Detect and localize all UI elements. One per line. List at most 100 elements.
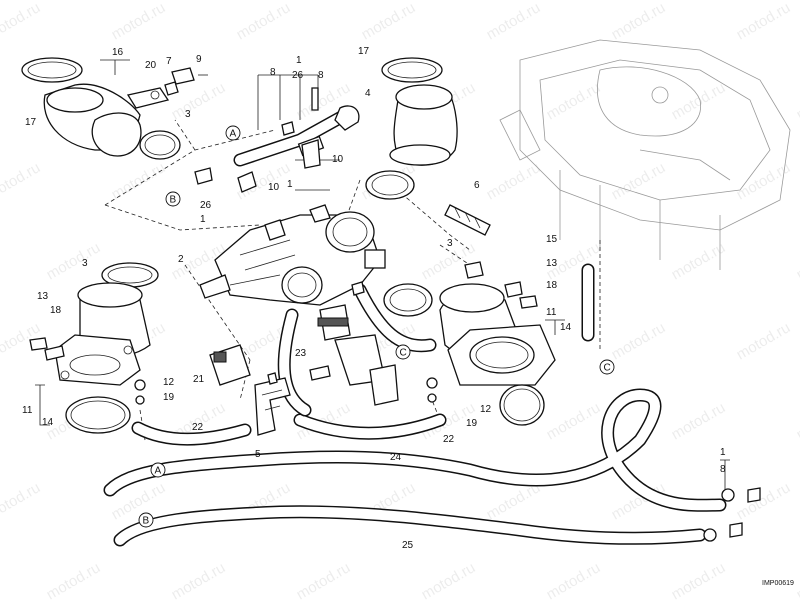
- fasteners: [134, 281, 761, 542]
- intake-boot-upper-right: [365, 57, 458, 200]
- callout-label-8: 8: [720, 464, 726, 475]
- callout-label-3: 3: [185, 109, 191, 120]
- callout-label-2: 2: [178, 254, 184, 265]
- callout-label-6: 6: [474, 180, 480, 191]
- watermark-text: motod.ru: [0, 479, 43, 523]
- callout-label-22: 22: [443, 434, 455, 445]
- callout-label-4: 4: [365, 88, 371, 99]
- callout-label-23: 23: [295, 348, 307, 359]
- connector-letter: C: [604, 363, 611, 374]
- throttle-body: [199, 204, 386, 306]
- callout-label-11: 11: [546, 307, 557, 318]
- watermark-text: motod.ru: [669, 399, 729, 443]
- short-hose: [444, 204, 491, 236]
- callout-label-18: 18: [50, 305, 62, 316]
- callout-label-13: 13: [546, 258, 558, 269]
- watermark-text: motod.ru: [0, 0, 43, 43]
- intake-boot-upper-left: [21, 57, 208, 160]
- connector-circle: [150, 462, 166, 478]
- callout-label-22: 22: [192, 422, 204, 433]
- callout-label-19: 19: [466, 418, 478, 429]
- connector-letter: B: [170, 195, 177, 206]
- callout-label-17: 17: [25, 117, 37, 128]
- watermark-text: motod.ru: [294, 559, 354, 600]
- watermark-text: motod.ru: [544, 399, 604, 443]
- callout-label-20: 20: [145, 60, 157, 71]
- connector-letter: A: [230, 129, 237, 140]
- watermark-text: motod.ru: [109, 0, 169, 43]
- watermark-text: motod.ru: [609, 159, 669, 203]
- callout-label-19: 19: [163, 392, 175, 403]
- watermark-text: motod.ru: [544, 559, 604, 600]
- watermark-text: motod.ru: [669, 559, 729, 600]
- callout-label-10: 10: [332, 154, 344, 165]
- callout-label-24: 24: [390, 452, 402, 463]
- engine-outline: [499, 39, 791, 270]
- watermark-text: motod.ru: [419, 559, 479, 600]
- watermark-text: motod.ru: [794, 559, 800, 600]
- connector-circle: [599, 359, 615, 375]
- callout-label-14: 14: [42, 417, 54, 428]
- watermark-text: motod.ru: [669, 239, 729, 283]
- idle-valve: [309, 304, 399, 406]
- connector-b: B: [138, 512, 154, 528]
- callout-label-1: 1: [287, 179, 293, 190]
- connector-b: B: [165, 191, 181, 207]
- callout-label-12: 12: [480, 404, 492, 415]
- watermark-text: motod.ru: [609, 0, 669, 43]
- connector-circle: [138, 512, 154, 528]
- callout-label-10: 10: [268, 182, 280, 193]
- callout-label-16: 16: [112, 47, 124, 58]
- callout-label-1: 1: [720, 447, 726, 458]
- callout-label-12: 12: [163, 377, 175, 388]
- watermark-text: motod.ru: [609, 319, 669, 363]
- watermark-text: motod.ru: [484, 159, 544, 203]
- callout-label-3: 3: [82, 258, 88, 269]
- connector-c: C: [395, 344, 411, 360]
- intake-manifold-left: [29, 282, 151, 434]
- callout-label-7: 7: [166, 56, 172, 67]
- callout-label-5: 5: [255, 449, 261, 460]
- watermark-text: motod.ru: [734, 479, 794, 523]
- watermark-text: motod.ru: [734, 319, 794, 363]
- connector-letter: B: [143, 516, 150, 527]
- watermark-text: motod.ru: [234, 0, 294, 43]
- connector-a: A: [225, 125, 241, 141]
- callout-label-11: 11: [22, 405, 33, 416]
- watermark-text: motod.ru: [169, 559, 229, 600]
- watermark-text: motod.ru: [359, 0, 419, 43]
- callout-label-8: 8: [318, 70, 324, 81]
- callout-label-14: 14: [560, 322, 572, 333]
- watermark-text: motod.ru: [794, 239, 800, 283]
- watermark-text: motod.ru: [734, 159, 794, 203]
- drawing-code: IMP00619: [762, 580, 794, 587]
- callout-label-17: 17: [358, 46, 370, 57]
- watermark-text: motod.ru: [794, 79, 800, 123]
- callout-label-13: 13: [37, 291, 49, 302]
- watermark-text: motod.ru: [794, 399, 800, 443]
- watermark-text: motod.ru: [484, 0, 544, 43]
- callout-label-26: 26: [292, 70, 304, 81]
- callout-label-3: 3: [447, 238, 453, 249]
- watermark-text: motod.ru: [169, 79, 229, 123]
- watermark-text: motod.ru: [109, 159, 169, 203]
- fuel-fittings: [194, 87, 360, 193]
- connector-circle: [165, 191, 181, 207]
- connector-letter: A: [155, 466, 162, 477]
- callout-label-1: 1: [296, 55, 302, 66]
- watermark-text: motod.ru: [544, 79, 604, 123]
- connector-circle: [395, 344, 411, 360]
- callout-label-26: 26: [200, 200, 212, 211]
- connector-markers: A B C C A B: [138, 125, 615, 528]
- callout-label-1: 1: [200, 214, 206, 225]
- callout-label-18: 18: [546, 280, 558, 291]
- callout-label-25: 25: [402, 540, 414, 551]
- connector-a: A: [150, 462, 166, 478]
- intake-manifold-right: [439, 261, 556, 426]
- callout-label-9: 9: [196, 54, 202, 65]
- watermark-text: motod.ru: [44, 239, 104, 283]
- connector-circle: [225, 125, 241, 141]
- callout-label-8: 8: [270, 67, 276, 78]
